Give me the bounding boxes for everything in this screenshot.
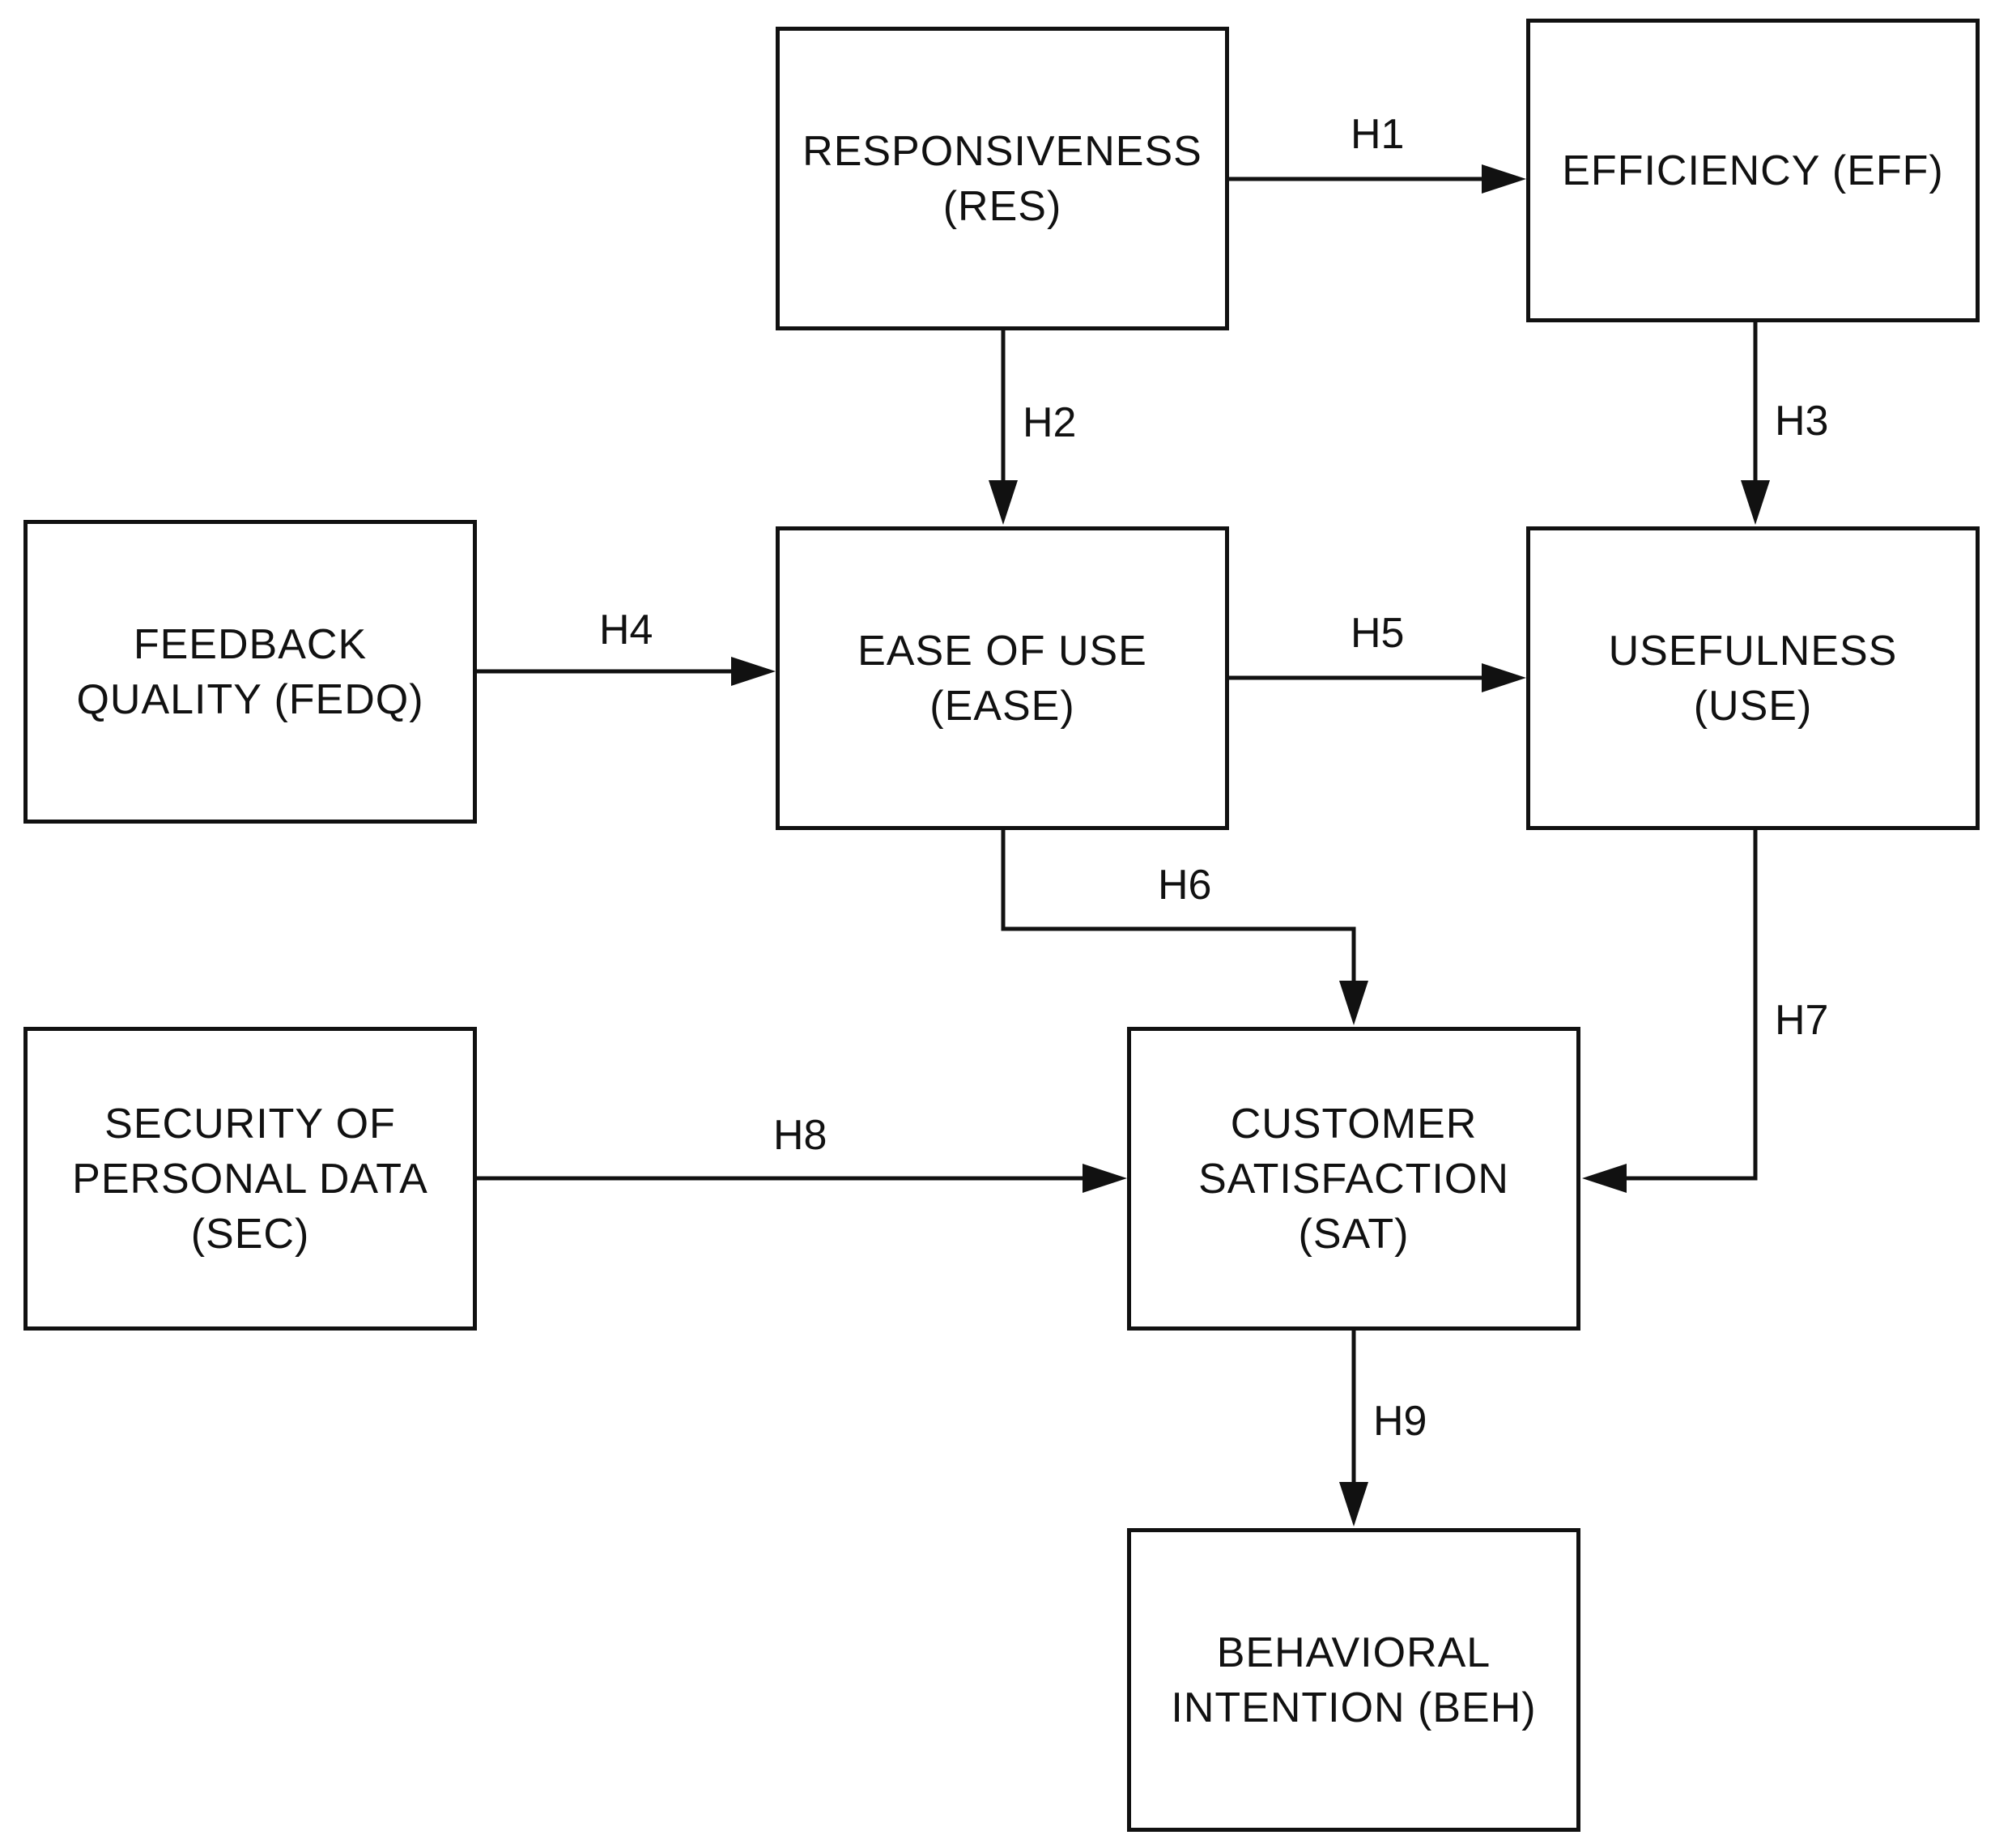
label-h1: H1 xyxy=(1351,111,1405,158)
node-ease-of-use: EASE OF USE (EASE) xyxy=(776,526,1229,830)
edge-h6 xyxy=(1001,830,1356,981)
node-customer-satisfaction: CUSTOMER SATISFACTION (SAT) xyxy=(1127,1027,1580,1331)
node-efficiency-label: EFFICIENCY (EFF) xyxy=(1562,147,1944,194)
node-feedback-quality: FEEDBACK QUALITY (FEDQ) xyxy=(23,520,477,824)
node-security-of-personal-data: SECURITY OF PERSONAL DATA (SEC) xyxy=(23,1027,477,1331)
node-security-label: SECURITY OF PERSONAL DATA (SEC) xyxy=(72,1100,428,1258)
node-ease-of-use-label: EASE OF USE (EASE) xyxy=(857,627,1147,730)
label-h4: H4 xyxy=(599,607,653,654)
node-behavioral-intention: BEHAVIORAL INTENTION (BEH) xyxy=(1127,1528,1580,1832)
node-responsiveness: RESPONSIVENESS (RES) xyxy=(776,27,1229,330)
label-h2: H2 xyxy=(1023,399,1077,446)
node-efficiency: EFFICIENCY (EFF) xyxy=(1526,19,1980,322)
arrowhead-h8 xyxy=(1083,1164,1127,1193)
arrowhead-h5 xyxy=(1482,663,1526,692)
arrowhead-h2 xyxy=(989,480,1018,525)
label-h8: H8 xyxy=(773,1112,827,1159)
arrowhead-h7 xyxy=(1582,1164,1627,1193)
label-h5: H5 xyxy=(1351,610,1405,657)
arrowhead-h3 xyxy=(1741,480,1770,525)
node-usefulness: USEFULNESS (USE) xyxy=(1526,526,1980,830)
node-customer-satisfaction-label: CUSTOMER SATISFACTION (SAT) xyxy=(1198,1100,1509,1258)
arrowhead-h4 xyxy=(731,657,776,686)
node-usefulness-label: USEFULNESS (USE) xyxy=(1608,627,1898,730)
arrowhead-h9 xyxy=(1339,1482,1368,1527)
node-responsiveness-label: RESPONSIVENESS (RES) xyxy=(802,127,1202,230)
node-feedback-quality-label: FEEDBACK QUALITY (FEDQ) xyxy=(76,620,424,723)
label-h6: H6 xyxy=(1158,862,1212,909)
label-h3: H3 xyxy=(1775,398,1829,445)
arrowhead-h1 xyxy=(1482,164,1526,194)
label-h9: H9 xyxy=(1373,1398,1427,1445)
node-behavioral-intention-label: BEHAVIORAL INTENTION (BEH) xyxy=(1171,1629,1537,1731)
arrowhead-h6 xyxy=(1339,981,1368,1025)
edge-h7 xyxy=(1617,830,1758,1181)
label-h7: H7 xyxy=(1775,997,1829,1044)
